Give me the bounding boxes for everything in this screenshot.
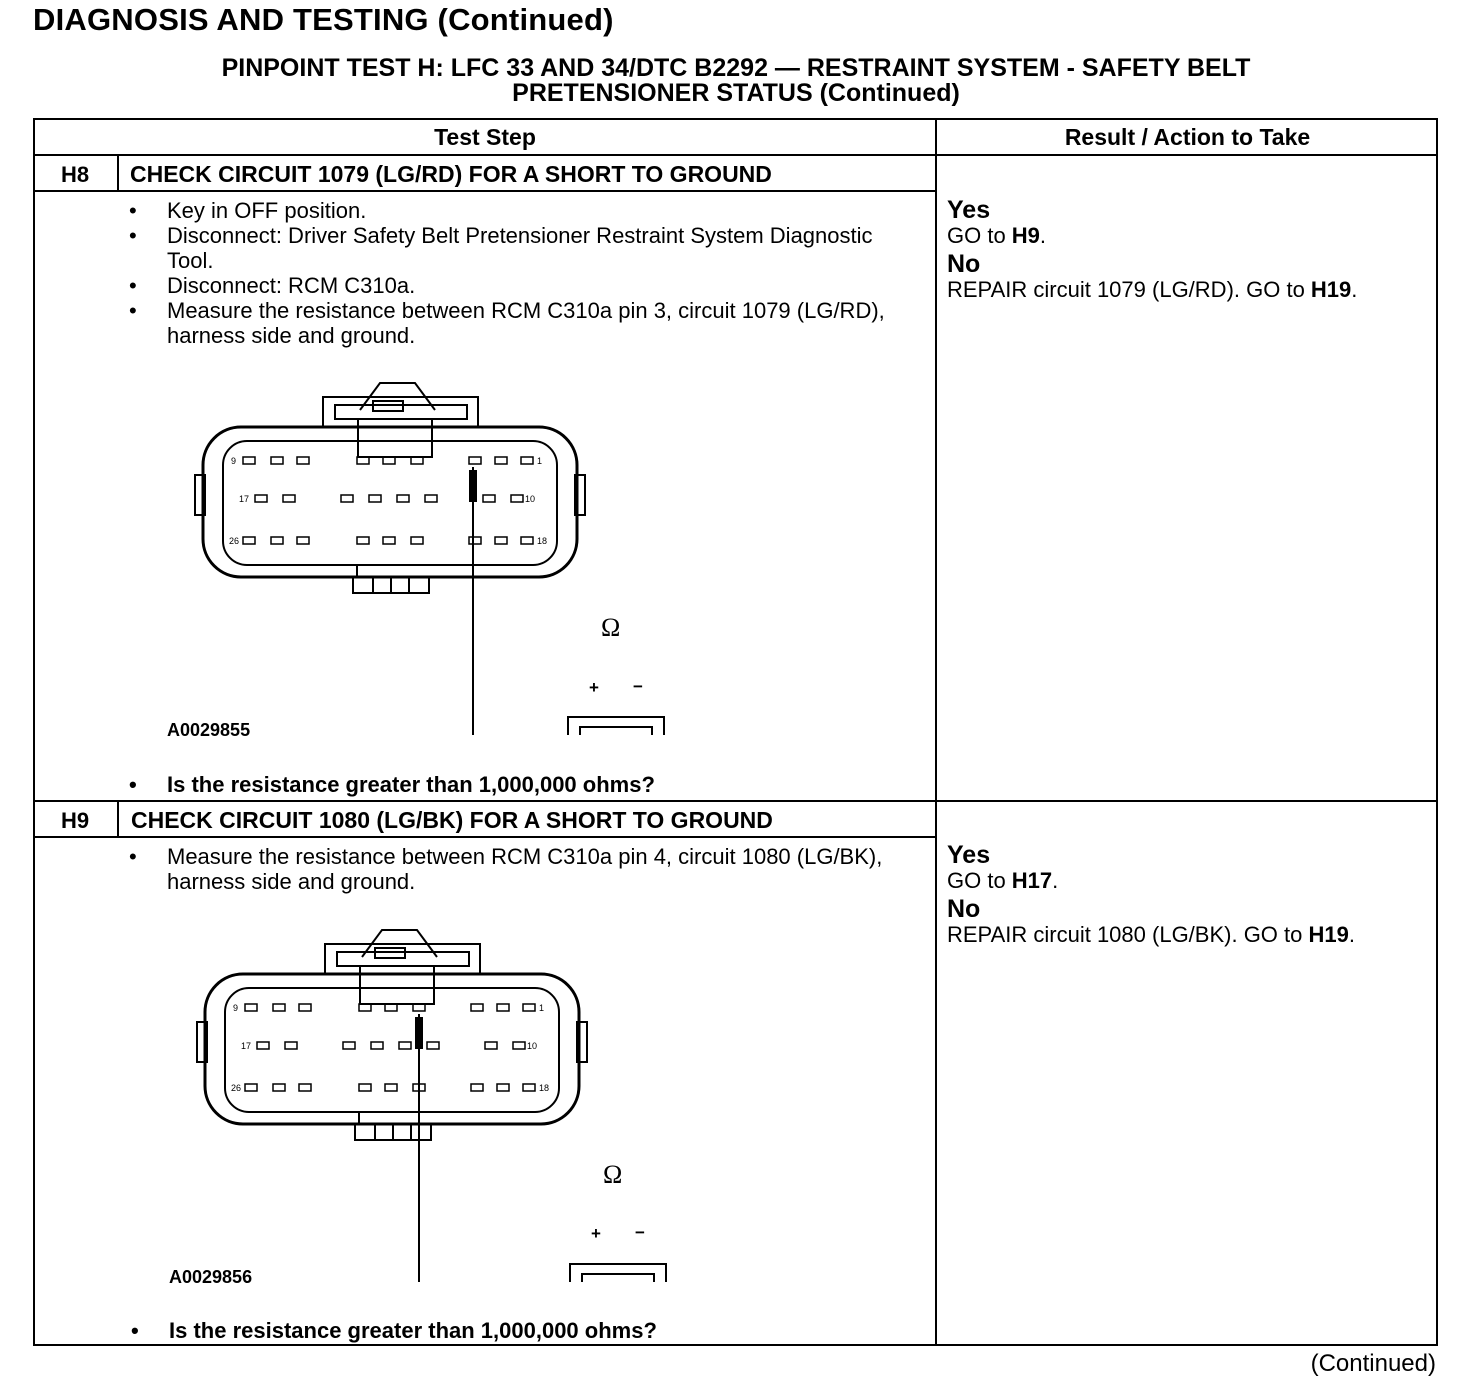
- pin-label-10: 10: [527, 1041, 537, 1051]
- instruction-item: Measure the resistance between RCM C310a…: [35, 298, 905, 348]
- instruction-item: Disconnect: RCM C310a.: [35, 273, 905, 298]
- header-test-step: Test Step: [434, 124, 536, 150]
- pinpoint-test-title-line2: PRETENSIONER STATUS (Continued): [512, 79, 960, 107]
- step-title-underline: [35, 190, 935, 192]
- minus-terminal: −: [633, 677, 643, 696]
- figure-code-h9: A0029856: [169, 1267, 253, 1287]
- connector-diagram-h8: 9 1 17 10 26 18: [194, 382, 665, 735]
- step-title-underline: [35, 836, 935, 838]
- pin-label-17: 17: [239, 494, 249, 504]
- step-h8-instructions: Key in OFF position. Disconnect: Driver …: [35, 198, 905, 348]
- no-target-h8: H19: [1310, 277, 1352, 302]
- step-h9-instructions: Measure the resistance between RCM C310a…: [35, 844, 905, 894]
- result-h8: Yes GO to H9. No REPAIR circuit 1079 (LG…: [947, 194, 1427, 303]
- continued-footer: (Continued): [1310, 1350, 1436, 1377]
- yes-action-h8: GO to: [947, 223, 1012, 248]
- pin-label-26: 26: [231, 1083, 241, 1093]
- header-divider: [35, 154, 1438, 156]
- plus-terminal: +: [591, 1224, 601, 1243]
- header-result-action: Result / Action to Take: [1064, 124, 1311, 150]
- no-label-h9: No: [947, 895, 981, 923]
- no-label-h8: No: [947, 250, 981, 278]
- pin-label-18: 18: [539, 1083, 549, 1093]
- no-target-h9: H19: [1308, 922, 1349, 947]
- pin-label-9: 9: [233, 1003, 238, 1013]
- yes-target-h8: H9: [1011, 223, 1040, 248]
- yes-target-h9: H17: [1011, 868, 1053, 893]
- ohm-symbol: Ω: [601, 613, 621, 642]
- instruction-item: Measure the resistance between RCM C310a…: [35, 844, 905, 894]
- instruction-item: Key in OFF position.: [35, 198, 905, 223]
- no-action-h9: REPAIR circuit 1080 (LG/BK). GO to: [947, 922, 1309, 947]
- step-title-h9: CHECK CIRCUIT 1080 (LG/BK) FOR A SHORT T…: [131, 807, 773, 833]
- pin-label-10: 10: [525, 494, 535, 504]
- result-h9: Yes GO to H17. No REPAIR circuit 1080 (L…: [947, 839, 1427, 948]
- step-id-divider: [117, 802, 119, 837]
- ohm-symbol: Ω: [603, 1160, 623, 1189]
- step-id-h9: H9: [60, 808, 90, 833]
- pin-label-18: 18: [537, 536, 547, 546]
- pinpoint-test-table: Test Step Result / Action to Take H8 CHE…: [33, 118, 1438, 1346]
- yes-label-h8: Yes: [947, 196, 991, 224]
- step-id-divider: [117, 156, 119, 191]
- question-h9: Is the resistance greater than 1,000,000…: [37, 1318, 657, 1344]
- yes-label-h9: Yes: [947, 841, 991, 869]
- pin-label-1: 1: [539, 1003, 544, 1013]
- pinpoint-test-title-line1: PINPOINT TEST H: LFC 33 AND 34/DTC B2292…: [221, 54, 1251, 82]
- yes-action-h9: GO to: [947, 868, 1012, 893]
- pinpoint-test-title: PINPOINT TEST H: LFC 33 AND 34/DTC B2292…: [34, 56, 1438, 106]
- step-id-h8: H8: [60, 162, 90, 187]
- pin-label-1: 1: [537, 456, 542, 466]
- page-title: DIAGNOSIS AND TESTING (Continued): [33, 2, 614, 37]
- minus-terminal: −: [635, 1223, 645, 1242]
- plus-terminal: +: [589, 678, 599, 697]
- figure-code-h8: A0029855: [167, 720, 251, 740]
- no-action-h8: REPAIR circuit 1079 (LG/RD). GO to: [947, 277, 1311, 302]
- question-h8: Is the resistance greater than 1,000,000…: [35, 772, 655, 798]
- pin-label-26: 26: [229, 536, 239, 546]
- column-divider: [935, 120, 937, 1346]
- row-divider: [35, 800, 1438, 802]
- step-title-h8: CHECK CIRCUIT 1079 (LG/RD) FOR A SHORT T…: [130, 161, 772, 187]
- instruction-item: Disconnect: Driver Safety Belt Pretensio…: [35, 223, 905, 273]
- pin-label-9: 9: [231, 456, 236, 466]
- connector-diagram-h9: 9 1 17 10 26 18: [196, 929, 667, 1282]
- pin-label-17: 17: [241, 1041, 251, 1051]
